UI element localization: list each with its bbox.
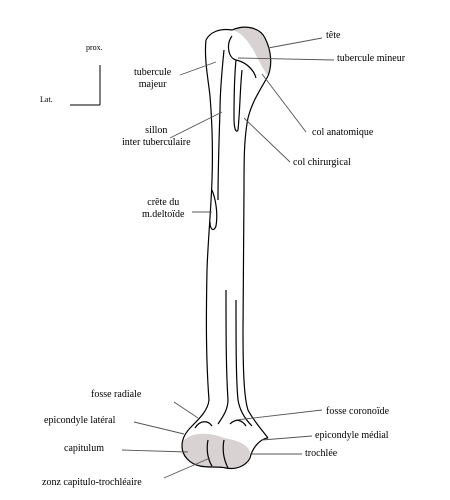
label-tubercule-mineur: tubercule mineur	[337, 53, 406, 64]
orientation-axes	[70, 65, 101, 106]
label-capitulum: capitulum	[64, 443, 104, 454]
leader-zone-capitulo	[163, 457, 211, 479]
label-epicondyle-lateral: epicondyle latéral	[44, 415, 116, 426]
label-trochlee: trochlée	[305, 448, 338, 459]
label-fosse-radiale: fosse radiale	[91, 389, 142, 400]
humerus-outline	[181, 26, 272, 470]
leader-col-anatomique	[261, 73, 307, 133]
leader-tete	[267, 37, 323, 49]
leader-sillon	[169, 111, 223, 139]
leader-fosse-coronoide	[235, 409, 323, 421]
leader-epicondyle-lateral	[133, 421, 185, 435]
leader-tubercule-majeur	[179, 61, 217, 76]
distal-articular-surface	[181, 433, 250, 469]
leader-capitulum	[121, 449, 189, 453]
label-zone-capitulo-trochleaire: zonz capitulo-trochléaire	[42, 477, 142, 488]
leader-col-chirurgical	[243, 117, 291, 163]
label-tubercule-majeur: tubercule majeur	[134, 67, 172, 90]
label-col-chirurgical: col chirurgical	[293, 157, 351, 168]
label-col-anatomique: col anatomique	[312, 127, 374, 138]
orientation-proximal-label: prox.	[86, 43, 103, 52]
leader-fosse-radiale	[173, 401, 199, 419]
label-sillon-inter-tuberculaire: sillon inter tuberculaire	[122, 125, 191, 148]
humeral-head-articular-surface	[232, 27, 271, 76]
label-tete: tête	[326, 30, 341, 41]
label-crete-deltoide: crête du m.deltoïde	[142, 197, 185, 220]
label-epicondyle-medial: epicondyle médial	[315, 430, 389, 441]
leader-lines	[121, 37, 335, 479]
orientation-lateral-label: Lat.	[40, 95, 53, 104]
leader-tubercule-mineur	[237, 57, 335, 61]
leader-epicondyle-medial	[261, 435, 313, 441]
label-fosse-coronoide: fosse coronoïde	[326, 406, 390, 417]
